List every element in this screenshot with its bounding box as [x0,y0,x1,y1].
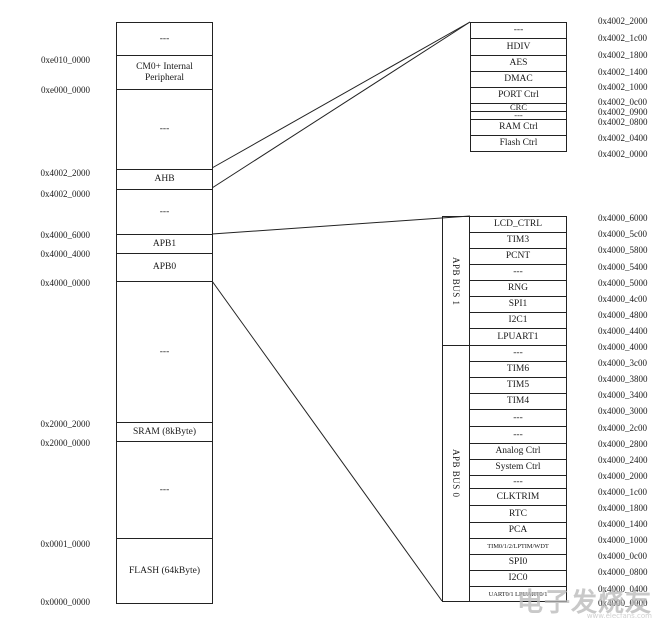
apb-connector-top [211,215,471,235]
apb1-block-spi1: SPI1 [469,296,567,313]
apb0-block-reserved: --- [469,426,567,444]
address-label: 0x4000_0c00 [598,551,647,561]
address-label: 0x4000_1000 [598,535,648,545]
address-label: 0x4002_0900 [598,107,648,117]
apb1-block-lcd-ctrl: LCD_CTRL [469,216,567,233]
ahb-block-dmac: DMAC [470,71,567,88]
memory-block-flash: FLASH (64kByte) [116,538,213,604]
apb-bus-0-label: APB BUS 0 [451,449,461,498]
address-label: 0x4002_0c00 [598,97,647,107]
memory-block-ahb: AHB [116,169,213,190]
apb1-block-lpuart1: LPUART1 [469,328,567,346]
address-label: 0x4000_2000 [598,471,648,481]
apb1-block-reserved: --- [469,264,567,281]
address-label: 0x4002_2000 [40,168,91,178]
address-label: 0x4000_6000 [598,213,648,223]
address-label: 0x4002_0400 [598,133,648,143]
address-label: 0x4000_0400 [598,584,648,594]
address-label: 0x4000_4000 [40,249,91,259]
apb-connector-bottom [211,280,443,602]
address-label: 0x4000_0800 [598,567,648,577]
address-label: 0x4000_1400 [598,519,648,529]
address-label: 0x4000_6000 [40,230,91,240]
address-label: 0x4002_2000 [598,16,648,26]
address-label: 0x4002_0000 [40,189,91,199]
address-label: 0x4000_4400 [598,326,648,336]
address-label: 0x4000_5400 [598,262,648,272]
address-label: 0x4000_0000 [40,278,91,288]
address-label: 0x4000_2c00 [598,423,647,433]
address-label: 0x4002_1800 [598,50,648,60]
address-label: 0x4000_4000 [598,342,648,352]
address-label: 0x4000_3000 [598,406,648,416]
address-label: 0x4002_1c00 [598,33,647,43]
ahb-block-hdiv: HDIV [470,38,567,56]
ahb-block-flash-ctrl: Flash Ctrl [470,135,567,152]
address-label: 0x4002_0800 [598,117,648,127]
apb0-block-pca: PCA [469,522,567,539]
apb0-block-reserved: --- [469,475,567,489]
apb0-block-tim4: TIM4 [469,393,567,410]
apb0-block-uart-lpuart: UART0/1 LPUART0/1 [469,586,567,602]
address-label: 0x4000_5c00 [598,229,647,239]
address-label: 0x4000_1800 [598,503,648,513]
apb0-block-timers-lptim-wdt: TIM0/1/2/LPTIM/WDT [469,538,567,555]
apb0-block-reserved: --- [469,409,567,427]
memory-block-reserved: --- [116,89,213,170]
memory-block-cm0-internal-peripheral: CM0+ Internal Peripheral [116,55,213,90]
memory-block-apb1: APB1 [116,234,213,254]
watermark-url: www.elecfans.com [586,612,652,620]
apb0-block-system-ctrl: System Ctrl [469,459,567,476]
ahb-block-aes: AES [470,55,567,72]
address-label: 0x2000_2000 [40,419,91,429]
address-label: 0x4000_1c00 [598,487,647,497]
address-label: 0x4000_3c00 [598,358,647,368]
address-label: 0x4000_3400 [598,390,648,400]
apb-bus-1-label: APB BUS 1 [451,256,461,306]
address-label: 0x2000_0000 [40,438,91,448]
address-label: 0x4002_1400 [598,67,648,77]
address-label: 0x4000_2800 [598,439,648,449]
memory-block-reserved: --- [116,441,213,539]
address-label: 0x4000_4c00 [598,294,647,304]
address-label: 0x4002_1000 [598,82,648,92]
apb1-block-pcnt: PCNT [469,248,567,265]
address-label: 0x4000_4800 [598,310,648,320]
ahb-block-reserved: --- [470,22,567,39]
memory-block-reserved: --- [116,22,213,56]
apb0-block-tim5: TIM5 [469,377,567,394]
address-label: 0x4000_5800 [598,245,648,255]
address-label: 0x4000_5000 [598,278,648,288]
ahb-connector-top [211,21,471,169]
address-label: 0x0000_0000 [40,597,91,607]
address-label: 0xe010_0000 [41,55,90,65]
memory-block-reserved: --- [116,281,213,423]
apb0-block-rtc: RTC [469,505,567,523]
ahb-connector-bottom [211,21,471,189]
address-label: 0x4000_3800 [598,374,648,384]
address-label: 0x4002_0000 [598,149,648,159]
memory-block-reserved: --- [116,189,213,235]
address-label: 0xe000_0000 [41,85,90,95]
address-label: 0x4000_0000 [598,598,648,608]
apb1-block-i2c1: I2C1 [469,312,567,329]
apb1-block-tim3: TIM3 [469,232,567,249]
address-label: 0x0001_0000 [40,539,91,549]
apb0-block-tim6: TIM6 [469,361,567,378]
apb0-block-reserved: --- [469,345,567,362]
apb1-block-rng: RNG [469,280,567,297]
address-label: 0x4000_2400 [598,455,648,465]
apb0-block-spi0: SPI0 [469,554,567,571]
memory-block-sram: SRAM (8kByte) [116,422,213,442]
ahb-block-ram-ctrl: RAM Ctrl [470,119,567,136]
memory-block-apb0: APB0 [116,253,213,282]
watermark-logo: 电子发烧友 [516,588,652,618]
apb0-block-clktrim: CLKTRIM [469,488,567,506]
apb0-block-analog-ctrl: Analog Ctrl [469,443,567,460]
